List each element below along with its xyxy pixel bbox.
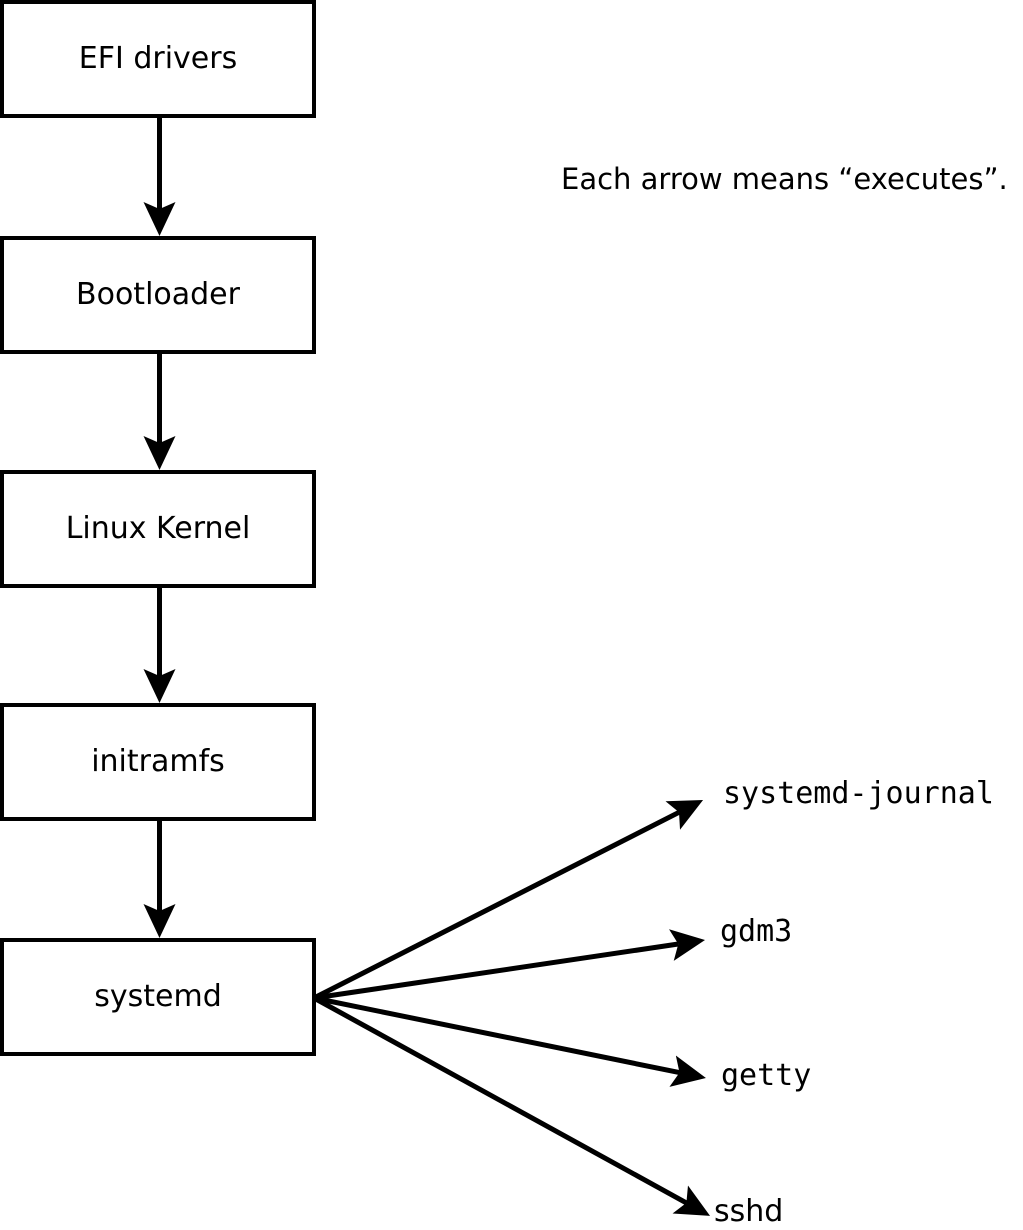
node-linux-kernel: Linux Kernel [0,470,316,588]
process-label-getty: getty [721,1058,812,1093]
node-bootloader: Bootloader [0,236,316,354]
arrow-systemd-to-journal [312,800,704,1001]
process-label-gdm3: gdm3 [720,914,793,949]
arrow-systemd-to-sshd [312,995,711,1216]
node-initramfs: initramfs [0,703,316,821]
annotation-arrow-meaning: Each arrow means “executes”. [561,162,1008,196]
process-label-sshd: sshd [714,1194,784,1229]
arrow-systemd-to-getty [313,995,706,1087]
node-initramfs-label: initramfs [91,744,225,779]
node-linux-kernel-label: Linux Kernel [65,511,251,546]
node-bootloader-label: Bootloader [76,277,240,312]
node-systemd-label: systemd [94,979,222,1014]
arrow-systemd-to-gdm3 [313,929,706,1001]
node-efi-drivers-label: EFI drivers [78,41,238,76]
process-label-systemd-journal: systemd-journal [723,776,994,811]
node-systemd: systemd [0,938,316,1056]
node-efi-drivers: EFI drivers [0,0,316,118]
